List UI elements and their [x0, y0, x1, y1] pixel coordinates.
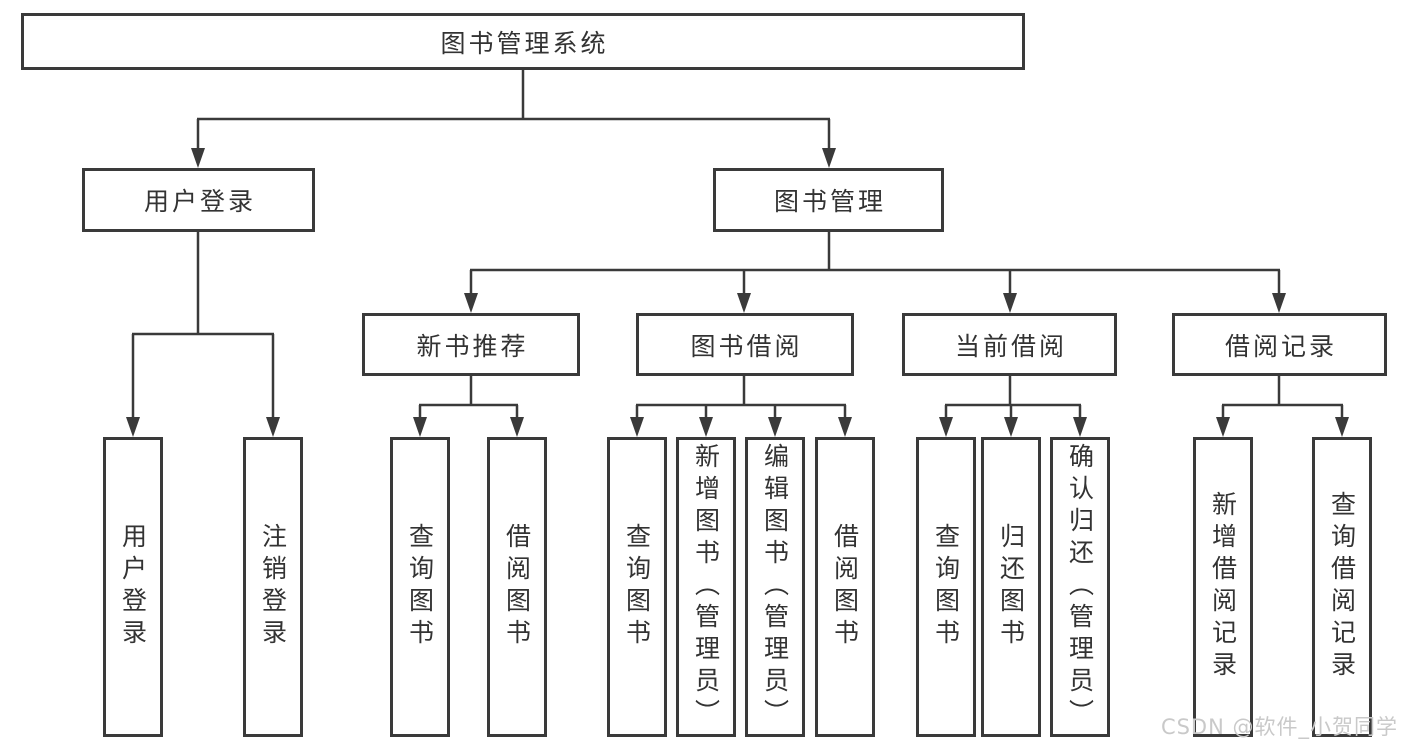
node-borrow-books-leaf: 借阅图书 — [815, 437, 875, 737]
node-current-borrowing: 当前借阅 — [902, 313, 1117, 376]
node-query-borrow-record: 查询借阅记录 — [1312, 437, 1372, 737]
node-add-borrow-record: 新增借阅记录 — [1193, 437, 1253, 737]
node-library-management-system: 图书管理系统 — [21, 13, 1025, 70]
csdn-watermark: CSDN @软件_小贺同学 — [1160, 715, 1398, 739]
node-user-login: 用户登录 — [82, 168, 315, 232]
node-query-books-current: 查询图书 — [916, 437, 976, 737]
node-new-book-recommendation: 新书推荐 — [362, 313, 580, 376]
node-add-books-admin: 新增图书（管理员） — [676, 437, 736, 737]
node-logout-login-leaf: 注销登录 — [243, 437, 303, 737]
node-borrowing-records: 借阅记录 — [1172, 313, 1387, 376]
node-book-borrowing: 图书借阅 — [636, 313, 854, 376]
node-query-books-rec: 查询图书 — [390, 437, 450, 737]
node-confirm-return-admin: 确认归还（管理员） — [1050, 437, 1110, 737]
node-user-login-leaf: 用户登录 — [103, 437, 163, 737]
node-query-books-borrow: 查询图书 — [607, 437, 667, 737]
node-book-management: 图书管理 — [713, 168, 944, 232]
node-edit-books-admin: 编辑图书（管理员） — [745, 437, 805, 737]
node-borrow-books-rec: 借阅图书 — [487, 437, 547, 737]
node-return-books: 归还图书 — [981, 437, 1041, 737]
